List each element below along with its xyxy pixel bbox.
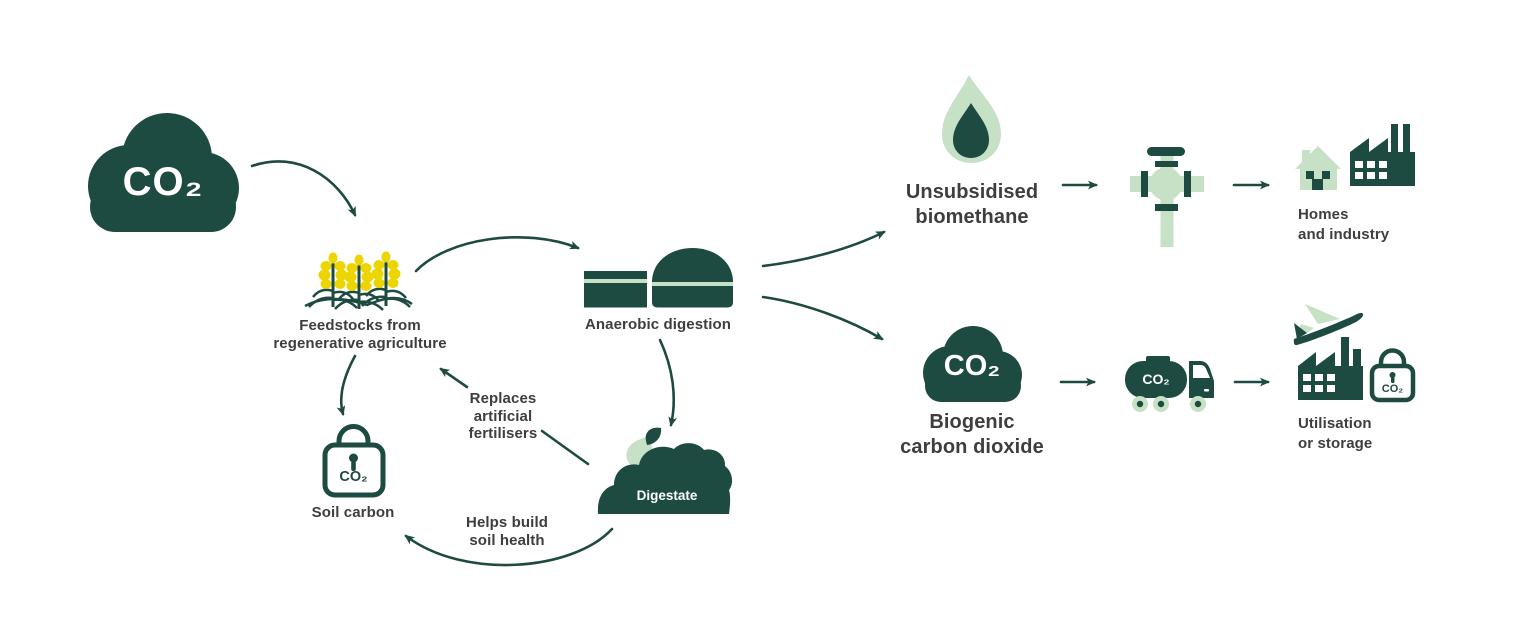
biogenic-co2-cloud-icon: [923, 326, 1022, 402]
digestate-label: Digestate: [636, 488, 698, 503]
homes-industry-label: Homes and industry: [1298, 206, 1390, 243]
arrow-co2-to-feedstocks: [250, 160, 357, 217]
arrow-fertilisers-to-feedstocks: [439, 367, 469, 389]
unsubsidised-biomethane-label: Unsubsidised biomethane: [905, 181, 1039, 228]
arrow-digestion-to-biogenic-co2: [761, 295, 884, 341]
soil-carbon-label: Soil carbon: [311, 504, 395, 521]
arrow-digestion-to-biomethane: [761, 230, 886, 268]
co2-truck-icon: [1125, 356, 1214, 412]
helps-build-soil-label: Helps build soil health: [466, 514, 548, 549]
crops-icon: [304, 250, 413, 312]
flame-icon: [942, 75, 1001, 163]
arrow-feedstocks-to-digestion: [414, 235, 580, 273]
storage-lock-co2-label: CO₂: [1381, 383, 1404, 395]
storage-lock-icon: [1369, 348, 1416, 403]
replaces-fertilisers-label: Replaces artificial fertilisers: [468, 390, 538, 443]
flow-arrows: [250, 160, 1270, 567]
atmosphere-co2-label: CO₂: [122, 160, 204, 204]
line-fertilisers-to-digestate: [540, 429, 590, 466]
co2-cloud-icon: [88, 113, 239, 232]
arrow-digestion-to-digestate: [658, 338, 678, 427]
soil-carbon-lock-icon: [322, 424, 386, 498]
truck-co2-label: CO₂: [1142, 371, 1170, 387]
arrow-digestate-to-soil-carbon: [404, 527, 614, 567]
airplane-icon: [1293, 304, 1364, 346]
utilisation-storage-label: Utilisation or storage: [1298, 415, 1373, 452]
soil-lock-co2-label: CO₂: [339, 469, 368, 485]
feedstocks-label: Feedstocks from regenerative agriculture: [273, 317, 447, 352]
gas-valve-icon: [1130, 147, 1204, 247]
biogenic-carbon-dioxide-label: Biogenic carbon dioxide: [900, 411, 1044, 458]
house-icon: [1295, 146, 1341, 190]
factory-icon: [1350, 124, 1415, 186]
anaerobic-digester-icon: [584, 248, 733, 308]
utilisation-factory-icon: [1298, 337, 1363, 400]
biogenic-cloud-co2-label: CO₂: [943, 350, 1001, 382]
anaerobic-digestion-label: Anaerobic digestion: [584, 316, 732, 333]
arrow-feedstocks-to-soil-carbon: [336, 354, 357, 416]
digestate-mound-icon: [597, 443, 733, 514]
